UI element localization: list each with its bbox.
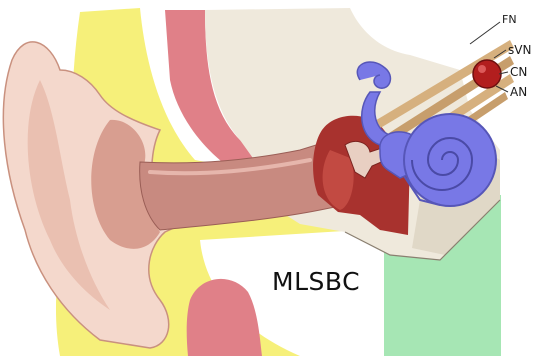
label-an: AN (510, 86, 527, 98)
label-svn: sVN (508, 44, 531, 56)
label-cn: CN (510, 66, 527, 78)
lower-muscle-blob (187, 279, 262, 356)
cochlea (404, 114, 496, 206)
tumor-mass (473, 60, 501, 88)
diagram-main-label: MLSBC (272, 267, 360, 296)
label-fn: FN (502, 14, 517, 25)
